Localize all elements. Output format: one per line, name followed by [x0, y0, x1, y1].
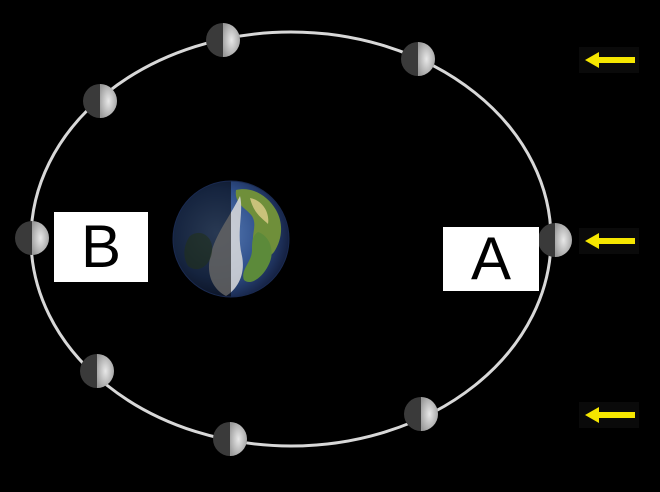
arrow-left-icon	[579, 47, 639, 73]
moon-phase-icon	[404, 397, 438, 431]
moon-phase-icon	[15, 221, 49, 255]
moon-phase-icon	[83, 84, 117, 118]
moon-phase-icon	[206, 23, 240, 57]
position-label-a: A	[443, 227, 539, 291]
moon-phase-icon	[80, 354, 114, 388]
moon-phase-icon	[538, 223, 572, 257]
position-label-b: B	[54, 212, 148, 282]
arrow-left-icon	[579, 228, 639, 254]
earth-globe-icon	[172, 180, 290, 298]
moon-phase-icon	[213, 422, 247, 456]
moon-phase-icon	[401, 42, 435, 76]
arrow-left-icon	[579, 402, 639, 428]
